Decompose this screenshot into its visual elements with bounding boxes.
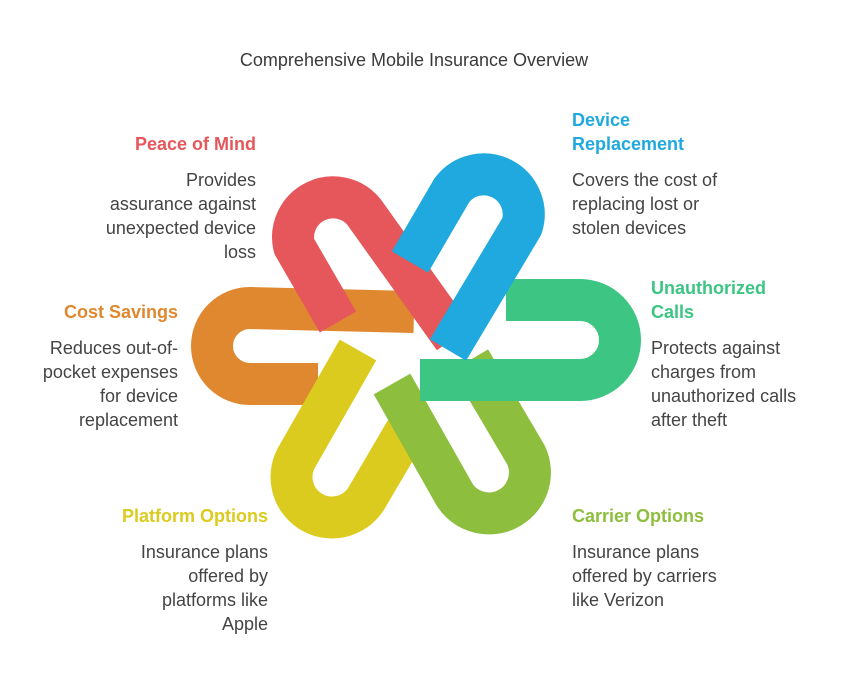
platform-options-loop <box>270 339 429 539</box>
diagram-title: Comprehensive Mobile Insurance Overview <box>239 50 589 70</box>
cost-savings-loop <box>191 287 415 405</box>
peace-of-mind-description: Provides assurance against unexpected de… <box>105 170 256 262</box>
peace-of-mind-loop <box>272 176 472 351</box>
unauthorized-calls-heading: Unauthorized Calls <box>651 278 766 322</box>
carrier-options-heading: Carrier Options <box>572 506 705 526</box>
carrier-options-description: Insurance plans offered by carriers like… <box>572 542 717 610</box>
device-replacement-description: Covers the cost of replacing lost or sto… <box>572 170 718 238</box>
unauthorized-calls-description: Protects against charges from unauthoriz… <box>651 338 797 430</box>
cost-savings-heading: Cost Savings <box>63 302 178 322</box>
carrier-options-loop <box>373 349 551 535</box>
platform-options-description: Insurance plans offered by platforms lik… <box>140 542 268 634</box>
unauthorized-calls-loop <box>420 279 641 401</box>
peace-of-mind-heading: Peace of Mind <box>134 134 256 154</box>
cost-savings-description: Reduces out-of- pocket expenses for devi… <box>42 338 178 430</box>
device-replacement-loop <box>391 153 545 361</box>
device-replacement-heading: Device Replacement <box>572 110 685 154</box>
platform-options-heading: Platform Options <box>121 506 268 526</box>
